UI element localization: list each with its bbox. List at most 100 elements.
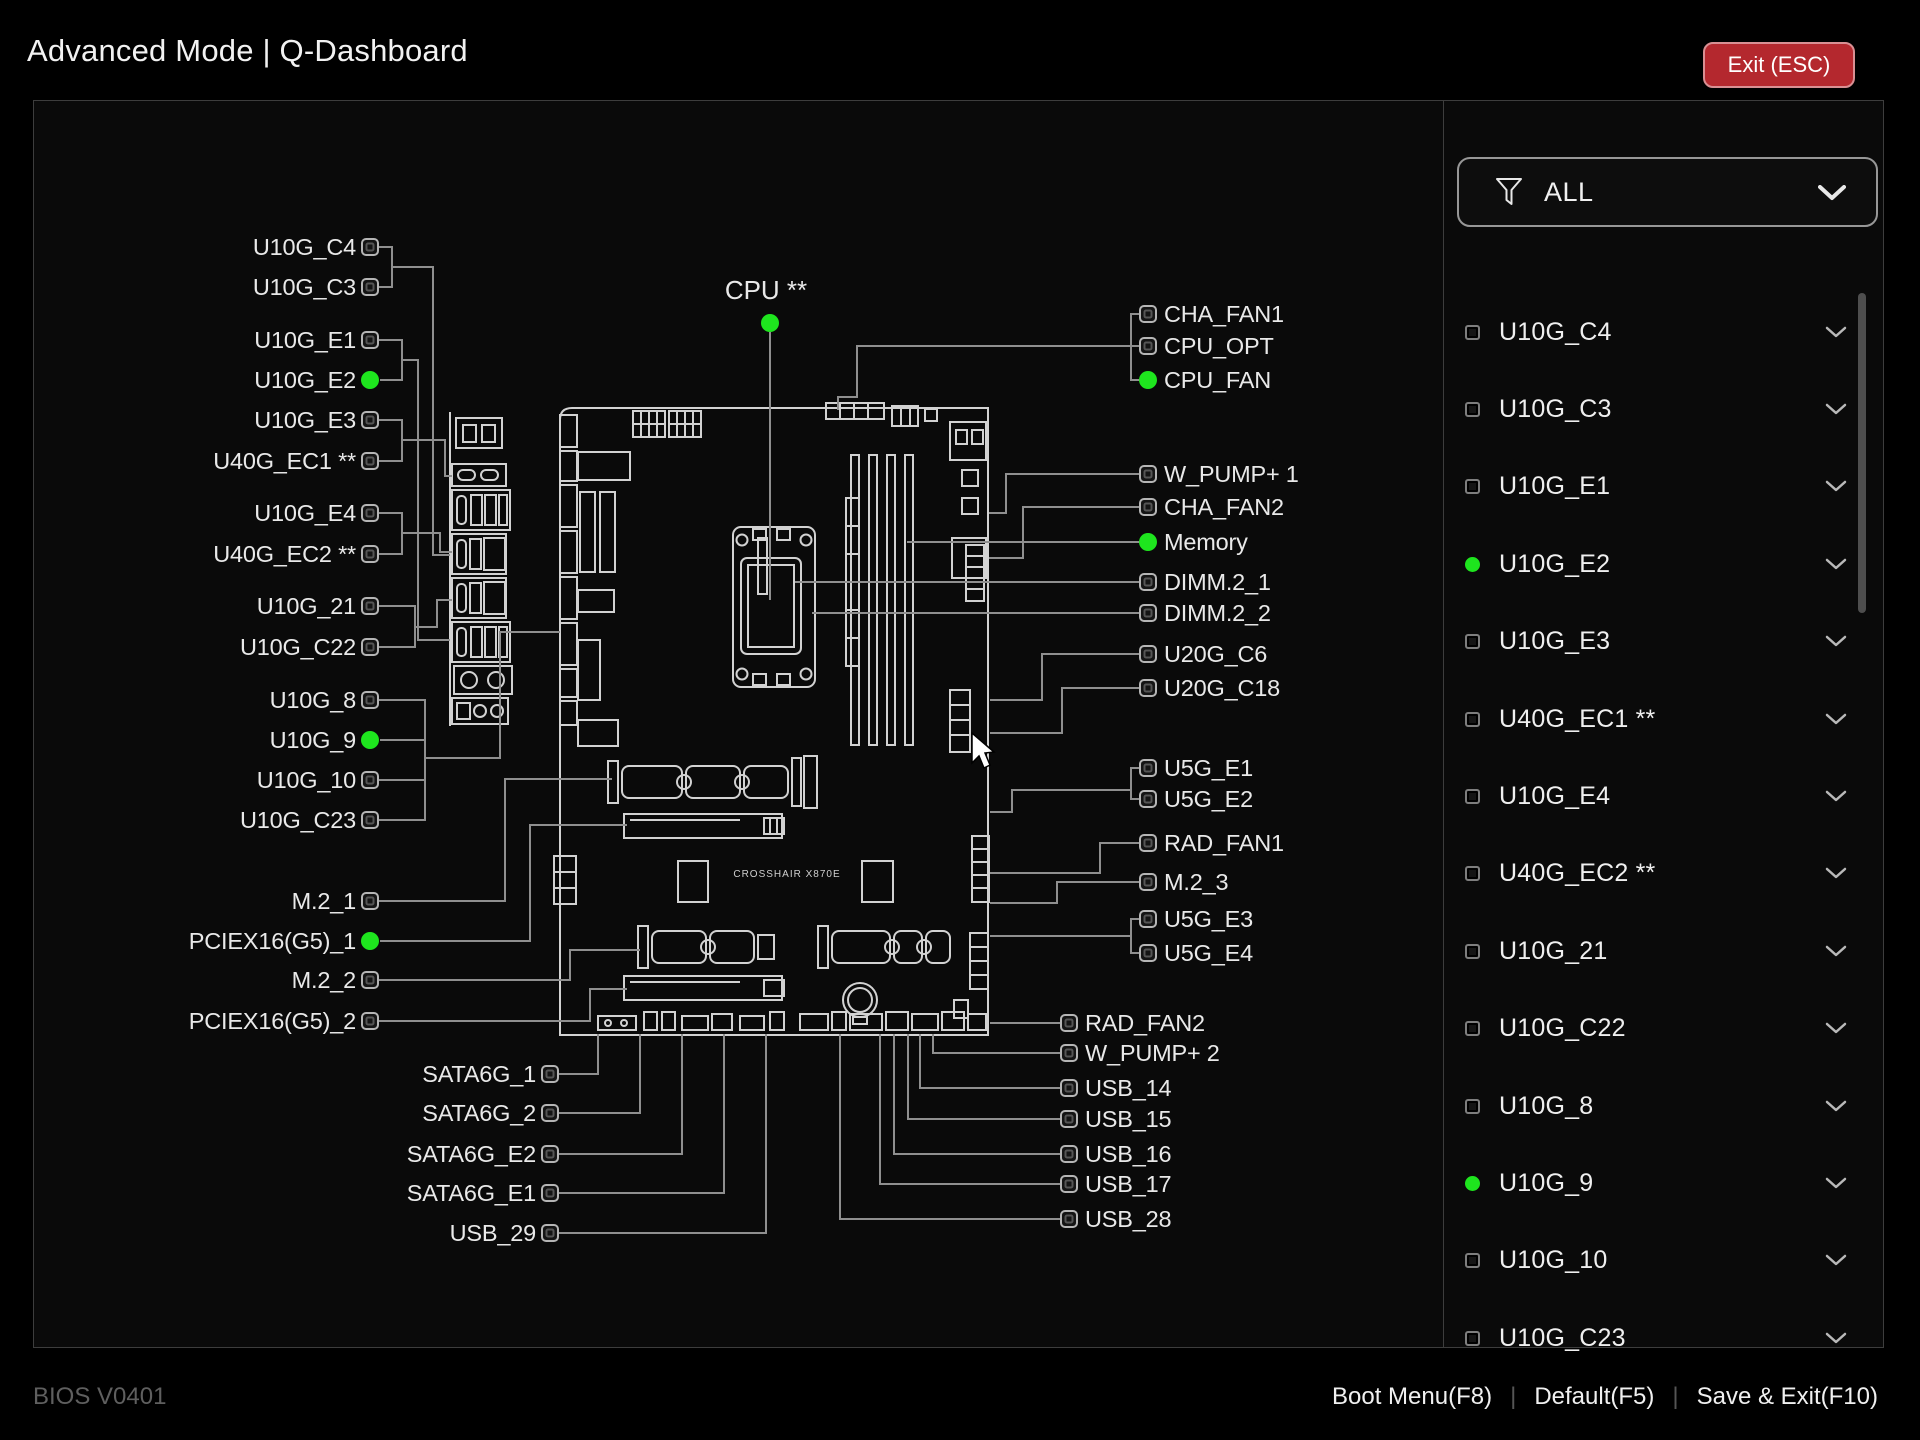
diagram-wire: [1130, 767, 1140, 800]
diagram-label-rad-fan1-dot-inner: [1143, 838, 1153, 848]
chevron-down-icon[interactable]: [1825, 403, 1847, 416]
diagram-label-dimm-2-1: DIMM.2_1: [1164, 569, 1271, 595]
diagram-label-usb-15-dot-inner: [1064, 1114, 1074, 1124]
content-panel: [33, 100, 1884, 1348]
chevron-down-icon[interactable]: [1825, 480, 1847, 493]
diagram-label-w-pump-2-dot: [1060, 1044, 1078, 1062]
sidebar-item-label: U10G_8: [1499, 1091, 1594, 1120]
diagram-wire: [425, 631, 560, 759]
footer-action-boot-menu-f8[interactable]: Boot Menu(F8): [1332, 1383, 1493, 1410]
diagram-label-u10g-c3: U10G_C3: [253, 274, 356, 300]
sidebar-item-label: U10G_E4: [1499, 781, 1611, 810]
chevron-down-icon[interactable]: [1825, 326, 1847, 339]
chevron-down-icon[interactable]: [1825, 1332, 1847, 1345]
diagram-label-sata6g-e2-dot: [541, 1145, 559, 1163]
sidebar-item-u10g-21[interactable]: U10G_21: [1457, 929, 1877, 973]
page-title: Advanced Mode | Q-Dashboard: [27, 33, 468, 68]
diagram-wire: [402, 359, 450, 641]
sidebar-item-u10g-e3[interactable]: U10G_E3: [1457, 620, 1877, 664]
chevron-down-icon[interactable]: [1825, 1022, 1847, 1035]
sidebar-item-u10g-c23[interactable]: U10G_C23: [1457, 1316, 1877, 1360]
sidebar-item-u10g-9[interactable]: U10G_9: [1457, 1161, 1877, 1205]
diagram-label-u10g-e4-dot-inner: [365, 508, 375, 518]
diagram-label-u10g-8-dot-inner: [365, 695, 375, 705]
status-dot-active: [1464, 556, 1480, 572]
diagram-label-u10g-c3-dot: [361, 278, 379, 296]
diagram-label-u10g-21-dot: [361, 597, 379, 615]
diagram-wire: [990, 881, 1140, 904]
chevron-down-icon[interactable]: [1825, 1177, 1847, 1190]
diagram-label-sata6g-e2: SATA6G_E2: [407, 1141, 536, 1167]
diagram-label-u10g-e1-dot: [361, 331, 379, 349]
diagram-label-u10g-10-dot: [361, 771, 379, 789]
diagram-label-u40g-ec1-dot: [361, 452, 379, 470]
status-square-inactive: [1464, 788, 1480, 804]
diagram-label-m-2-1-dot-inner: [365, 896, 375, 906]
footer-action-save-exit-f10[interactable]: Save & Exit(F10): [1696, 1383, 1878, 1410]
diagram-label-m-2-3-dot: [1139, 873, 1157, 891]
diagram-label-w-pump-2: W_PUMP+ 2: [1085, 1040, 1220, 1066]
diagram-wire: [990, 842, 1140, 874]
diagram-label-u10g-c23: U10G_C23: [240, 807, 356, 833]
diagram-label-pciex16-g5-1: PCIEX16(G5)_1: [189, 928, 356, 954]
diagram-label-dimm-2-1-dot: [1139, 573, 1157, 591]
sidebar-item-u40g-ec1[interactable]: U40G_EC1 **: [1457, 697, 1877, 741]
sidebar-item-label: U10G_10: [1499, 1246, 1608, 1275]
diagram-label-m-2-3: M.2_3: [1164, 869, 1228, 895]
diagram-label-pciex16-g5-2: PCIEX16(G5)_2: [189, 1008, 356, 1034]
sidebar-item-u10g-e4[interactable]: U10G_E4: [1457, 774, 1877, 818]
chevron-down-icon[interactable]: [1825, 945, 1847, 958]
diagram-label-dimm-2-2: DIMM.2_2: [1164, 600, 1271, 626]
diagram-label-u10g-e1: U10G_E1: [254, 327, 356, 353]
footer-action-default-f5[interactable]: Default(F5): [1534, 1383, 1655, 1410]
diagram-label-usb-17: USB_17: [1085, 1171, 1171, 1197]
diagram-label-u10g-e2: U10G_E2: [254, 367, 356, 393]
exit-button[interactable]: Exit (ESC): [1703, 42, 1855, 88]
sidebar-item-u10g-c22[interactable]: U10G_C22: [1457, 1007, 1877, 1051]
sidebar-item-u10g-e1[interactable]: U10G_E1: [1457, 465, 1877, 509]
chevron-down-icon[interactable]: [1825, 1100, 1847, 1113]
diagram-label-u5g-e3: U5G_E3: [1164, 906, 1253, 932]
diagram-wire: [378, 988, 627, 1022]
diagram-wire: [879, 1034, 1061, 1185]
diagram-label-u10g-9-dot: [361, 731, 379, 749]
sidebar-item-u10g-e2[interactable]: U10G_E2: [1457, 542, 1877, 586]
diagram-wire: [558, 1034, 725, 1194]
filter-dropdown[interactable]: ALL: [1457, 157, 1878, 227]
sidebar-item-u10g-10[interactable]: U10G_10: [1457, 1239, 1877, 1283]
chevron-down-icon[interactable]: [1825, 635, 1847, 648]
diagram-label-u5g-e3-dot: [1139, 910, 1157, 928]
diagram-wire: [558, 1034, 599, 1075]
diagram-wire: [989, 473, 1140, 514]
sidebar-item-u40g-ec2[interactable]: U40G_EC2 **: [1457, 852, 1877, 896]
status-square-inactive: [1464, 1330, 1480, 1346]
sidebar-item-u10g-8[interactable]: U10G_8: [1457, 1084, 1877, 1128]
chevron-down-icon[interactable]: [1825, 790, 1847, 803]
diagram-label-u5g-e2-dot-inner: [1143, 794, 1153, 804]
diagram-label-u10g-9: U10G_9: [270, 727, 356, 753]
chevron-down-icon[interactable]: [1825, 713, 1847, 726]
diagram-label-u20g-c18-dot: [1139, 679, 1157, 697]
scrollbar-thumb[interactable]: [1858, 293, 1866, 613]
diagram-wire: [1130, 918, 1140, 954]
chevron-down-icon[interactable]: [1825, 1254, 1847, 1267]
diagram-label-u10g-e4: U10G_E4: [254, 500, 356, 526]
chevron-down-icon[interactable]: [1825, 867, 1847, 880]
diagram-label-usb-15: USB_15: [1085, 1106, 1171, 1132]
diagram-label-u20g-c18-dot-inner: [1143, 683, 1153, 693]
sidebar-item-u10g-c4[interactable]: U10G_C4: [1457, 310, 1877, 354]
sidebar-item-u10g-c3[interactable]: U10G_C3: [1457, 387, 1877, 431]
diagram-label-usb-14-dot: [1060, 1079, 1078, 1097]
diagram-label-u20g-c6-dot-inner: [1143, 649, 1153, 659]
footer-separator: |: [1510, 1383, 1517, 1410]
diagram-wire: [990, 789, 1131, 813]
diagram-label-dimm-2-1-dot-inner: [1143, 577, 1153, 587]
diagram-label-u5g-e1-dot-inner: [1143, 763, 1153, 773]
diagram-label-usb-17-dot: [1060, 1175, 1078, 1193]
diagram-label-u10g-c23-dot-inner: [365, 815, 375, 825]
chevron-down-icon[interactable]: [1825, 558, 1847, 571]
funnel-icon: [1496, 178, 1522, 205]
diagram-label-sata6g-e1-dot: [541, 1184, 559, 1202]
diagram-wire: [990, 687, 1140, 734]
sidebar-item-label: U10G_C23: [1499, 1323, 1626, 1352]
